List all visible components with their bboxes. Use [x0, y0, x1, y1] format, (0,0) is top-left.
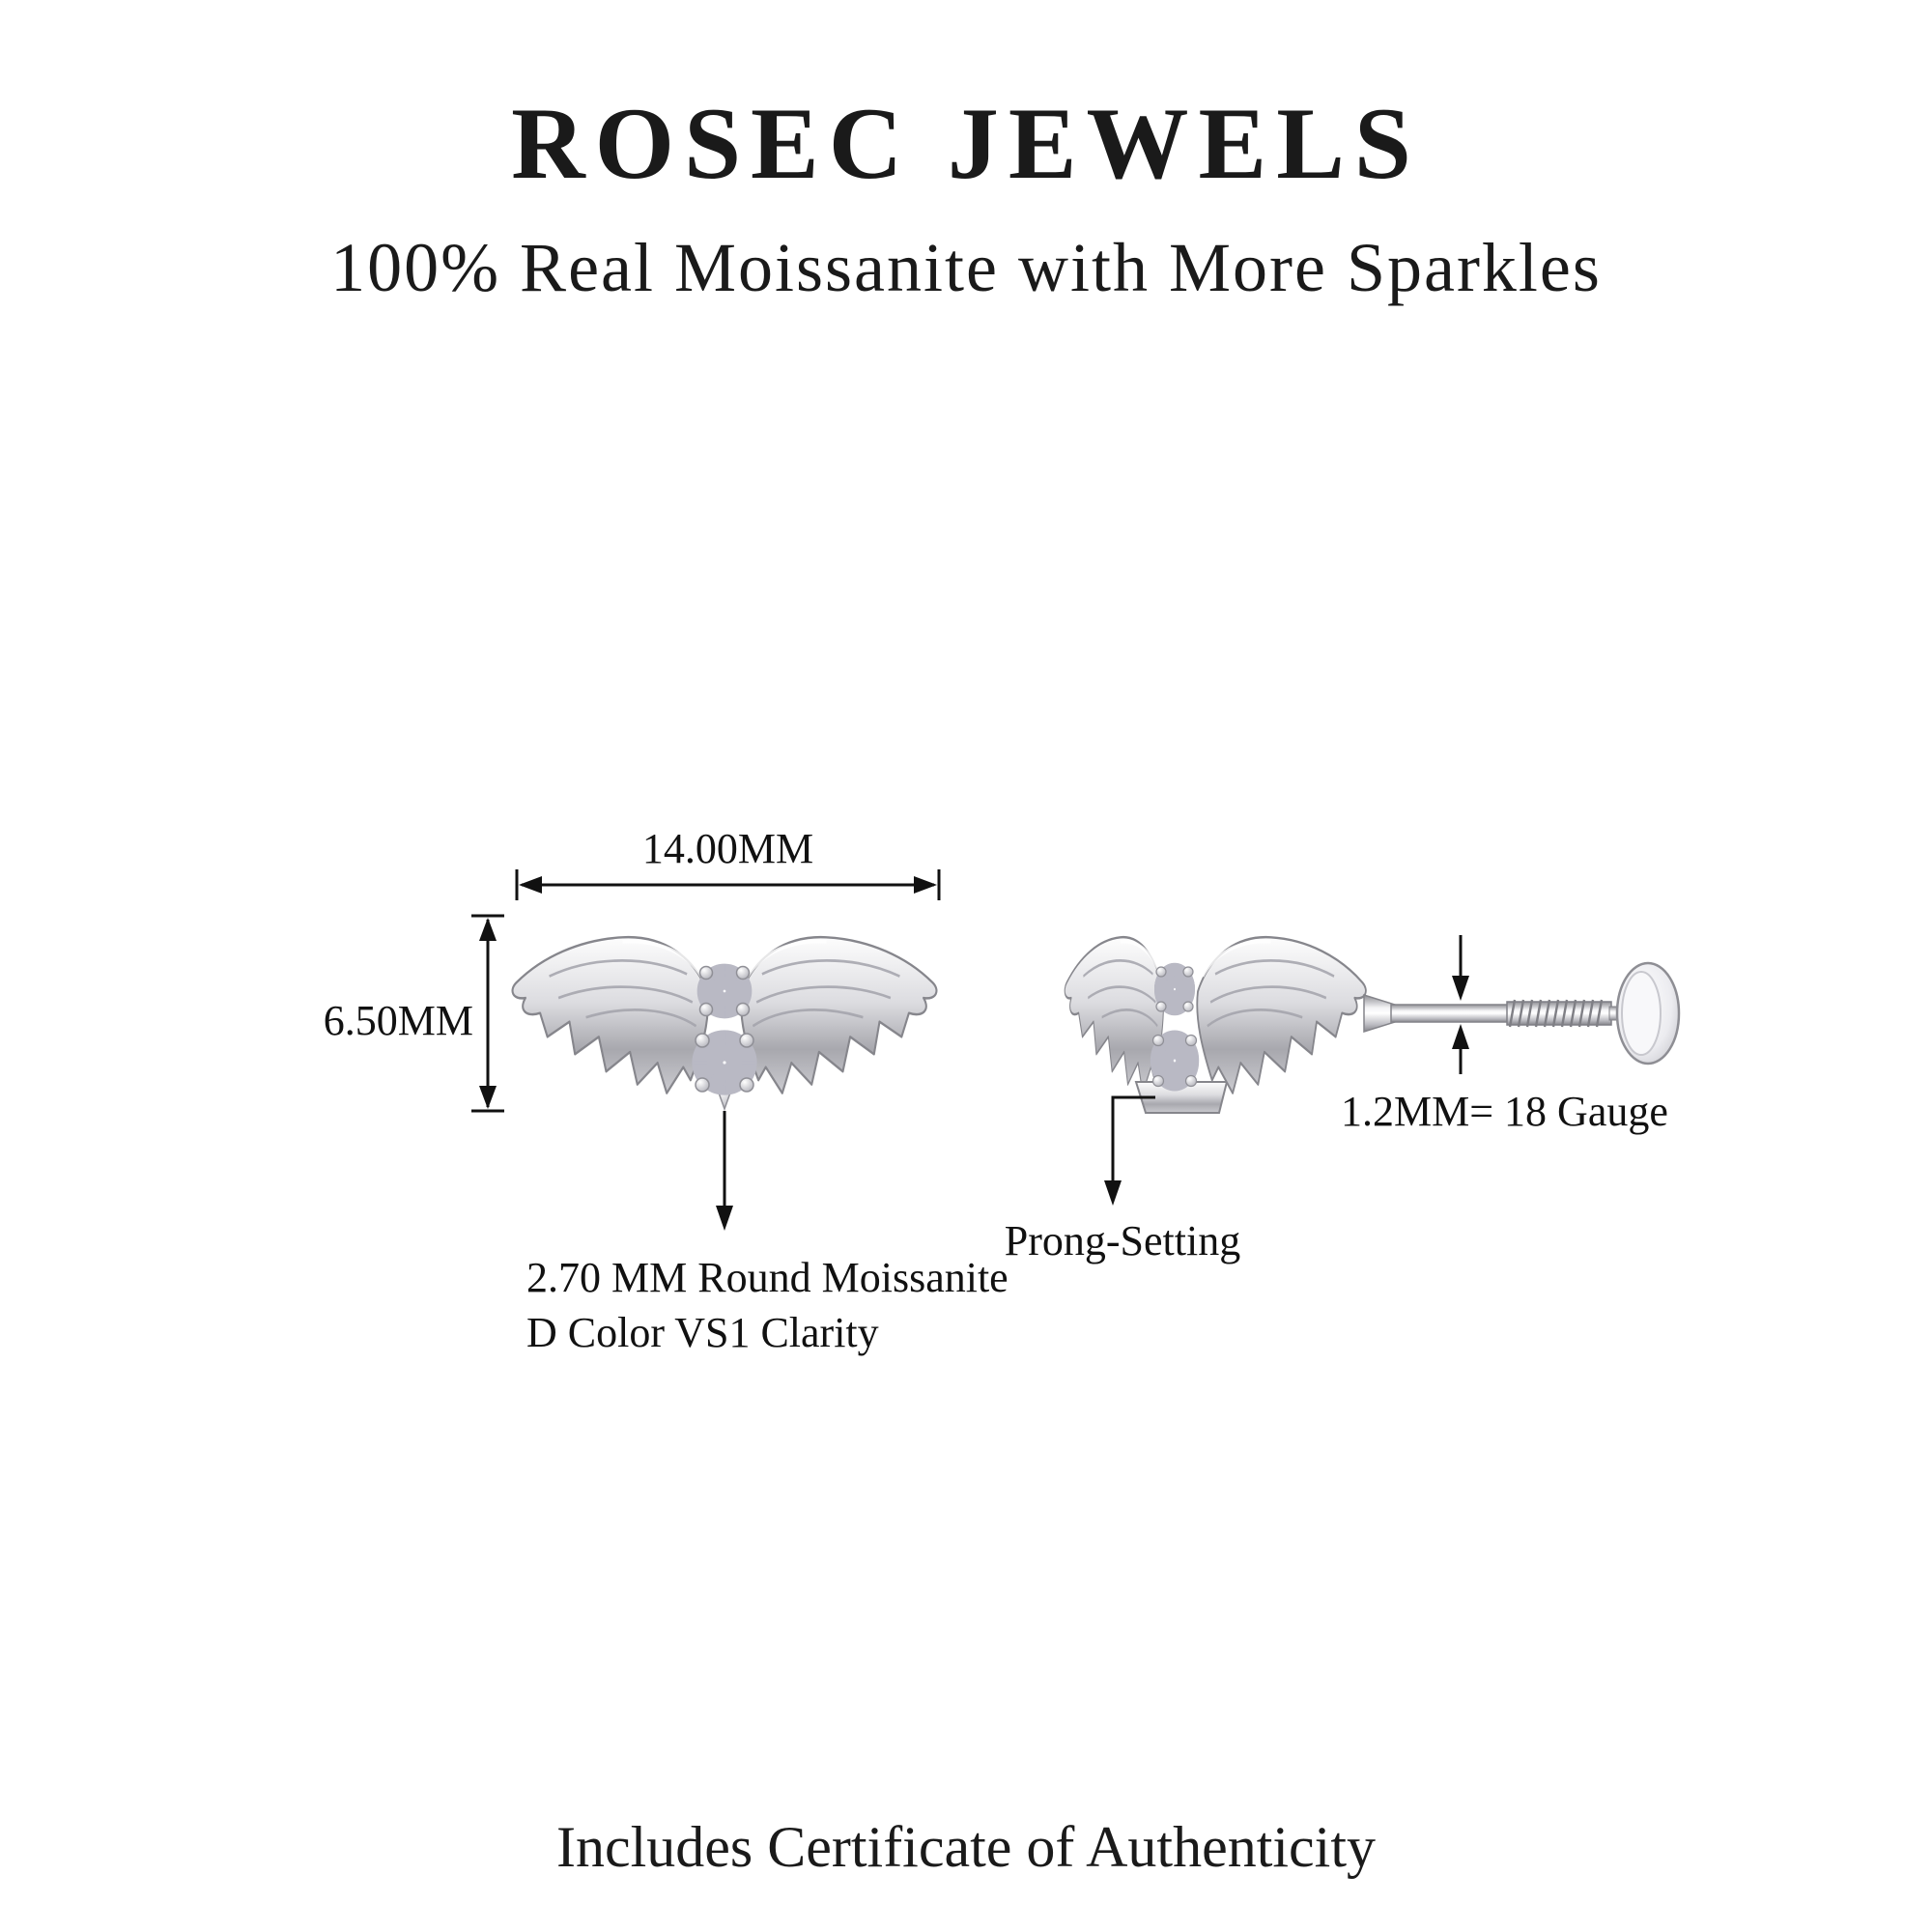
threaded-section — [1506, 1001, 1612, 1026]
stone-callout-line2: D Color VS1 Clarity — [526, 1309, 879, 1357]
front-top-stone — [698, 965, 751, 1017]
gauge-arrows — [1452, 935, 1469, 1074]
width-dimension-label: 14.00MM — [641, 825, 814, 872]
screw-post — [1363, 993, 1622, 1034]
front-bottom-stone — [694, 1032, 755, 1094]
side-bottom-stone — [1151, 1032, 1198, 1090]
stone-callout-arrow — [716, 1111, 733, 1231]
side-earring-image — [1063, 935, 1681, 1114]
stone-callout-line1: 2.70 MM Round Moissanite — [526, 1254, 1009, 1301]
certificate-note: Includes Certificate of Authenticity — [555, 1815, 1377, 1879]
height-dimension-line — [471, 914, 504, 1113]
stone-callout-label: 2.70 MM Round Moissanite D Color VS1 Cla… — [526, 1250, 1029, 1360]
width-dimension-line — [515, 869, 941, 900]
prong-callout-arrow — [1104, 1095, 1155, 1206]
thread-hatching — [1508, 999, 1604, 1028]
front-earring-image — [510, 935, 939, 1112]
disc-back — [1615, 961, 1681, 1065]
gauge-label: 1.2MM= 18 Gauge — [1341, 1088, 1668, 1135]
product-tagline: 100% Real Moissanite with More Sparkles — [330, 229, 1602, 306]
side-top-stone — [1155, 964, 1194, 1014]
brand-title: ROSEC JEWELS — [511, 87, 1421, 200]
prong-setting-label: Prong-Setting — [1004, 1217, 1241, 1264]
height-dimension-label: 6.50MM — [323, 997, 473, 1044]
